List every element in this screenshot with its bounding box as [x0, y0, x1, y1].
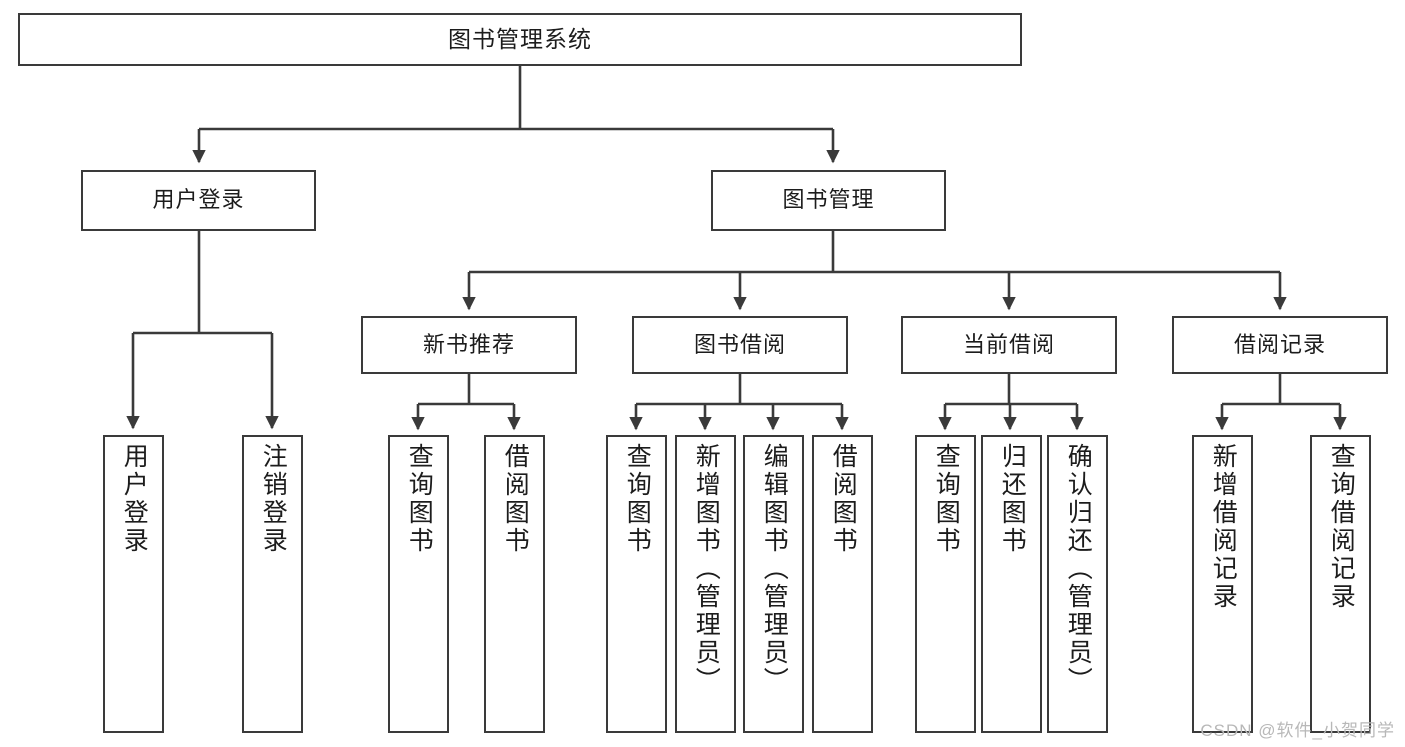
node-label: 借阅图书 [501, 443, 530, 555]
node-label: 归还图书 [998, 443, 1027, 555]
leaf-record-query-record[interactable]: 查询借阅记录 [1310, 435, 1371, 733]
node-label: 确认归还（管理员） [1064, 443, 1093, 695]
leaf-new-book-borrow[interactable]: 借阅图书 [484, 435, 545, 733]
node-book-borrow[interactable]: 图书借阅 [632, 316, 848, 374]
node-label: 新增借阅记录 [1209, 443, 1238, 611]
node-new-book-recommend[interactable]: 新书推荐 [361, 316, 577, 374]
leaf-current-confirm-return-admin[interactable]: 确认归还（管理员） [1047, 435, 1108, 733]
leaf-user-login-login[interactable]: 用户登录 [103, 435, 164, 733]
node-label: 注销登录 [259, 443, 288, 555]
node-label: 当前借阅 [962, 331, 1055, 357]
node-book-management[interactable]: 图书管理 [711, 170, 946, 231]
node-label: 图书借阅 [693, 331, 786, 357]
node-label: 新书推荐 [422, 331, 515, 357]
node-borrow-record[interactable]: 借阅记录 [1172, 316, 1388, 374]
node-label: 查询图书 [623, 443, 652, 555]
node-label: 查询图书 [932, 443, 961, 555]
node-current-borrow[interactable]: 当前借阅 [901, 316, 1117, 374]
node-label: 图书管理 [782, 187, 875, 213]
node-label: 借阅记录 [1233, 331, 1326, 357]
leaf-record-add-record[interactable]: 新增借阅记录 [1192, 435, 1253, 733]
leaf-borrow-query-book[interactable]: 查询图书 [606, 435, 667, 733]
leaf-current-query-book[interactable]: 查询图书 [915, 435, 976, 733]
node-label: 用户登录 [152, 187, 245, 213]
leaf-user-login-logout[interactable]: 注销登录 [242, 435, 303, 733]
node-label: 编辑图书（管理员） [760, 443, 789, 695]
leaf-borrow-borrow-book[interactable]: 借阅图书 [812, 435, 873, 733]
node-label: 借阅图书 [829, 443, 858, 555]
node-label: 用户登录 [120, 443, 149, 555]
leaf-borrow-add-book-admin[interactable]: 新增图书（管理员） [675, 435, 736, 733]
node-root-system[interactable]: 图书管理系统 [18, 13, 1022, 66]
leaf-new-book-query[interactable]: 查询图书 [388, 435, 449, 733]
node-label: 图书管理系统 [448, 25, 592, 52]
watermark-text: CSDN @软件_小贺同学 [1200, 721, 1395, 740]
leaf-current-return-book[interactable]: 归还图书 [981, 435, 1042, 733]
leaf-borrow-edit-book-admin[interactable]: 编辑图书（管理员） [743, 435, 804, 733]
node-label: 查询借阅记录 [1327, 443, 1356, 611]
node-user-login[interactable]: 用户登录 [81, 170, 316, 231]
node-label: 新增图书（管理员） [692, 443, 721, 695]
node-label: 查询图书 [405, 443, 434, 555]
